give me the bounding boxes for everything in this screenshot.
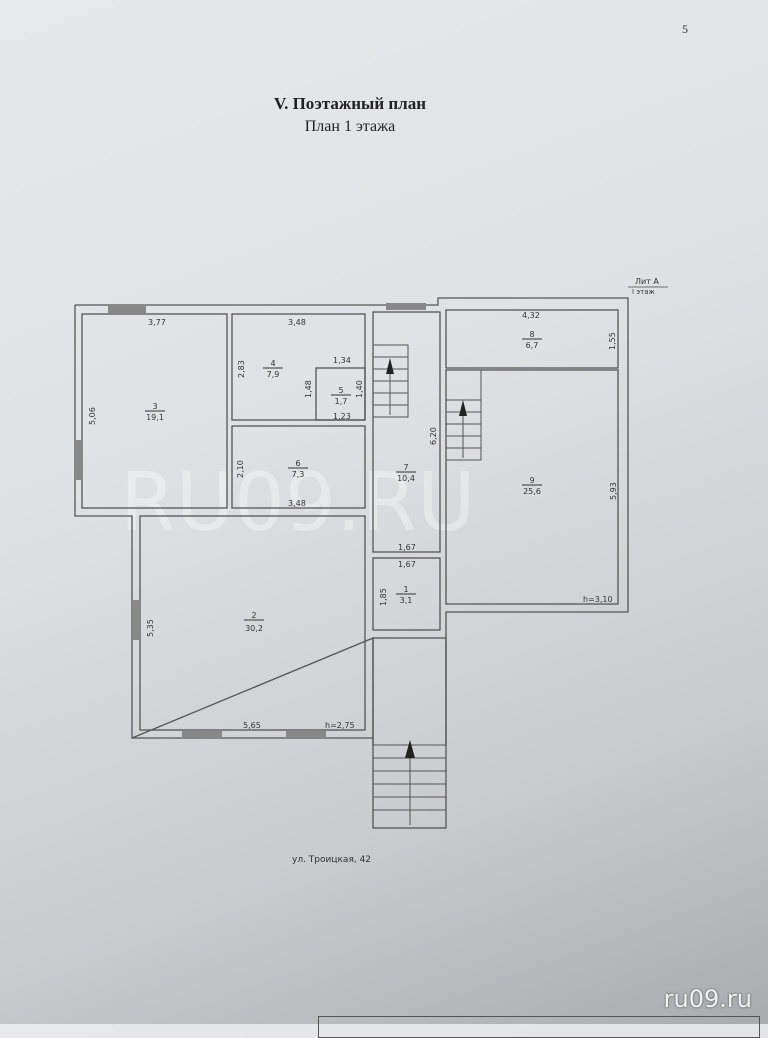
plan-subtitle: План 1 этажа: [304, 118, 396, 135]
svg-text:1,48: 1,48: [304, 380, 313, 398]
room-4: [231, 313, 366, 421]
svg-text:3,1: 3,1: [400, 596, 413, 605]
room-label-9: 925,6: [522, 476, 542, 496]
svg-text:3,48: 3,48: [288, 499, 306, 508]
svg-text:5,06: 5,06: [88, 407, 97, 425]
svg-text:3: 3: [152, 402, 157, 411]
svg-text:3,77: 3,77: [148, 318, 166, 327]
dimensions: 3,77 5,06 3,48 2,83 1,34 1,48 1,40 1,23 …: [88, 311, 618, 730]
floor-label: I этаж: [632, 288, 655, 296]
room-8: [445, 309, 619, 369]
svg-text:19,1: 19,1: [146, 413, 164, 422]
svg-text:1,85: 1,85: [379, 588, 388, 606]
window: [133, 600, 140, 640]
svg-text:1,23: 1,23: [333, 412, 351, 421]
watermark: RU09.RU: [120, 456, 476, 549]
svg-text:1,34: 1,34: [333, 356, 351, 365]
window: [75, 440, 82, 480]
room-3: [81, 313, 228, 509]
svg-text:7,3: 7,3: [292, 470, 305, 479]
window: [108, 306, 146, 313]
svg-text:2,83: 2,83: [237, 360, 246, 378]
svg-text:6,20: 6,20: [429, 427, 438, 445]
svg-text:3,48: 3,48: [288, 318, 306, 327]
svg-text:5,65: 5,65: [243, 721, 261, 730]
room-label-2: 230,2: [244, 611, 264, 633]
svg-text:1: 1: [403, 585, 408, 594]
svg-text:25,6: 25,6: [523, 487, 541, 496]
svg-text:4,32: 4,32: [522, 311, 540, 320]
lit-label: Лит А: [635, 277, 659, 286]
room-9: [445, 369, 619, 605]
stairs: [372, 344, 482, 825]
svg-text:1,67: 1,67: [398, 543, 416, 552]
room-1: [372, 557, 441, 631]
svg-text:10,4: 10,4: [397, 474, 415, 483]
room-label-8: 86,7: [522, 330, 542, 350]
footer-box: [318, 1016, 760, 1038]
room-label-5: 51,7: [331, 386, 351, 406]
svg-text:5: 5: [338, 386, 343, 395]
svg-text:1,55: 1,55: [608, 332, 617, 350]
room-label-1: 13,1: [396, 585, 416, 605]
svg-text:9: 9: [529, 476, 534, 485]
window: [182, 731, 222, 738]
svg-text:7,9: 7,9: [267, 370, 280, 379]
room-5: [315, 367, 366, 421]
svg-text:7: 7: [403, 463, 408, 472]
svg-text:2: 2: [251, 611, 256, 620]
window: [286, 731, 326, 738]
address-label: ул. Троицкая, 42: [292, 855, 371, 865]
svg-text:5,93: 5,93: [609, 482, 618, 500]
room-label-7: 710,4: [396, 463, 416, 483]
section-title: V. Поэтажный план: [274, 94, 426, 113]
room-label-6: 67,3: [288, 459, 308, 479]
page-number: 5: [682, 22, 688, 36]
svg-text:1,67: 1,67: [398, 560, 416, 569]
svg-text:2,10: 2,10: [236, 460, 245, 478]
svg-text:1,7: 1,7: [335, 397, 348, 406]
svg-text:5,35: 5,35: [146, 619, 155, 637]
porch: [372, 637, 447, 829]
room-label-4: 47,9: [263, 359, 283, 379]
room-7: [372, 311, 441, 553]
svg-text:6,7: 6,7: [526, 341, 539, 350]
window: [386, 303, 426, 310]
svg-text:4: 4: [270, 359, 275, 368]
svg-text:1,40: 1,40: [355, 380, 364, 398]
svg-text:h=3,10: h=3,10: [583, 595, 613, 604]
room-6: [231, 425, 366, 509]
svg-text:6: 6: [295, 459, 300, 468]
svg-text:8: 8: [529, 330, 534, 339]
svg-text:30,2: 30,2: [245, 624, 263, 633]
room-label-3: 319,1: [145, 402, 165, 422]
svg-text:h=2,75: h=2,75: [325, 721, 355, 730]
site-watermark: ru09.ru: [663, 985, 752, 1013]
